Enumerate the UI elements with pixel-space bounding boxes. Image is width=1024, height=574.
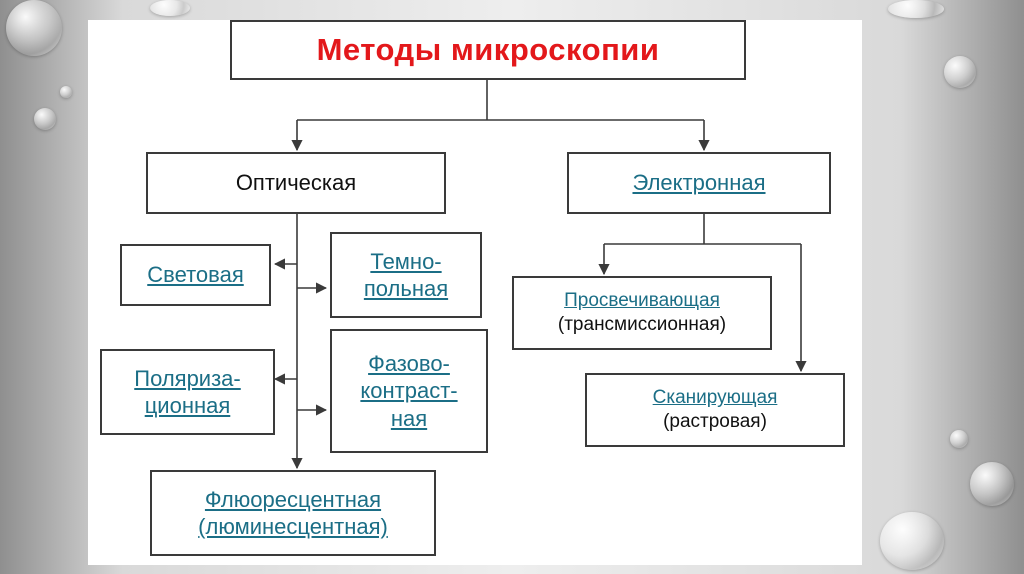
fluorescent-link-line1[interactable]: Флюоресцентная: [204, 486, 382, 512]
water-drop-decoration: [970, 462, 1014, 506]
water-drop-decoration: [880, 512, 944, 570]
darkfield-link-line1[interactable]: Темно-: [370, 248, 442, 274]
water-drop-decoration: [6, 0, 62, 56]
scanning-note: (растровая): [663, 411, 767, 432]
fluorescent-link-line2[interactable]: (люминесцентная): [198, 514, 388, 539]
optical-box: Оптическая: [146, 152, 446, 214]
water-drop-decoration: [34, 108, 56, 130]
diagram-title: Методы микроскопии: [316, 31, 660, 67]
transmission-link[interactable]: Просвечивающая: [564, 290, 720, 312]
polarization-box: Поляриза- ционная: [100, 349, 275, 435]
scanning-box: Сканирующая (растровая): [585, 373, 845, 447]
optical-label: Оптическая: [235, 170, 357, 196]
phase-link-line1[interactable]: Фазово-: [368, 350, 450, 376]
slide-panel: Методы микроскопии Оптическая Электронна…: [88, 20, 862, 565]
phase-contrast-box: Фазово- контраст- ная: [330, 329, 488, 453]
connector-lines: [273, 80, 807, 470]
darkfield-link-line2[interactable]: польная: [363, 276, 449, 301]
light-microscopy-box: Световая: [120, 244, 271, 306]
water-drop-decoration: [150, 0, 190, 16]
phase-link-line2[interactable]: контраст-: [360, 378, 458, 404]
water-drop-decoration: [888, 0, 944, 18]
darkfield-box: Темно- польная: [330, 232, 482, 318]
electron-link[interactable]: Электронная: [632, 170, 766, 196]
fluorescent-box: Флюоресцентная (люминесцентная): [150, 470, 436, 556]
phase-link-line3[interactable]: ная: [390, 405, 428, 431]
water-drop-decoration: [944, 56, 976, 88]
water-drop-decoration: [60, 86, 72, 98]
electron-box: Электронная: [567, 152, 831, 214]
water-drop-decoration: [950, 430, 968, 448]
polarization-link-line1[interactable]: Поляриза-: [134, 365, 241, 391]
transmission-note: (трансмиссионная): [557, 314, 727, 335]
polarization-link-line2[interactable]: ционная: [144, 393, 231, 418]
transmission-box: Просвечивающая (трансмиссионная): [512, 276, 772, 350]
light-link[interactable]: Световая: [147, 262, 244, 288]
scanning-link[interactable]: Сканирующая: [652, 387, 778, 409]
title-box: Методы микроскопии: [230, 20, 746, 80]
